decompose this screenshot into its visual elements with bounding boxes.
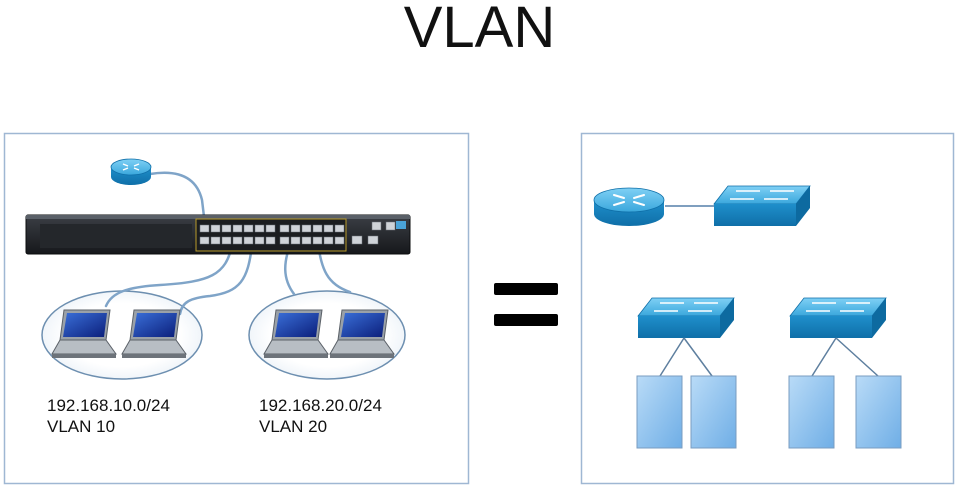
switch-icon	[637, 297, 735, 338]
laptop-icon	[329, 309, 395, 358]
vlan20-subnet: 192.168.20.0/24	[259, 396, 382, 415]
host-box	[788, 375, 835, 449]
laptop-icon	[121, 309, 187, 358]
tree-lines	[659, 337, 879, 377]
equals-sign	[494, 283, 558, 326]
switch-icon	[789, 297, 887, 338]
host-box	[690, 375, 737, 449]
switch-icon	[713, 185, 811, 226]
page-title: VLAN	[403, 0, 556, 60]
vlan10-subnet: 192.168.10.0/24	[47, 396, 170, 415]
laptop-icon	[263, 309, 329, 358]
host-box	[636, 375, 683, 449]
router-icon	[110, 158, 152, 185]
switch-icon	[25, 214, 411, 255]
laptop-icon	[51, 309, 117, 358]
router-icon	[593, 187, 665, 226]
vlan20-name: VLAN 20	[259, 417, 327, 436]
vlan10-name: VLAN 10	[47, 417, 115, 436]
host-box	[855, 375, 902, 449]
host-boxes	[636, 375, 902, 449]
